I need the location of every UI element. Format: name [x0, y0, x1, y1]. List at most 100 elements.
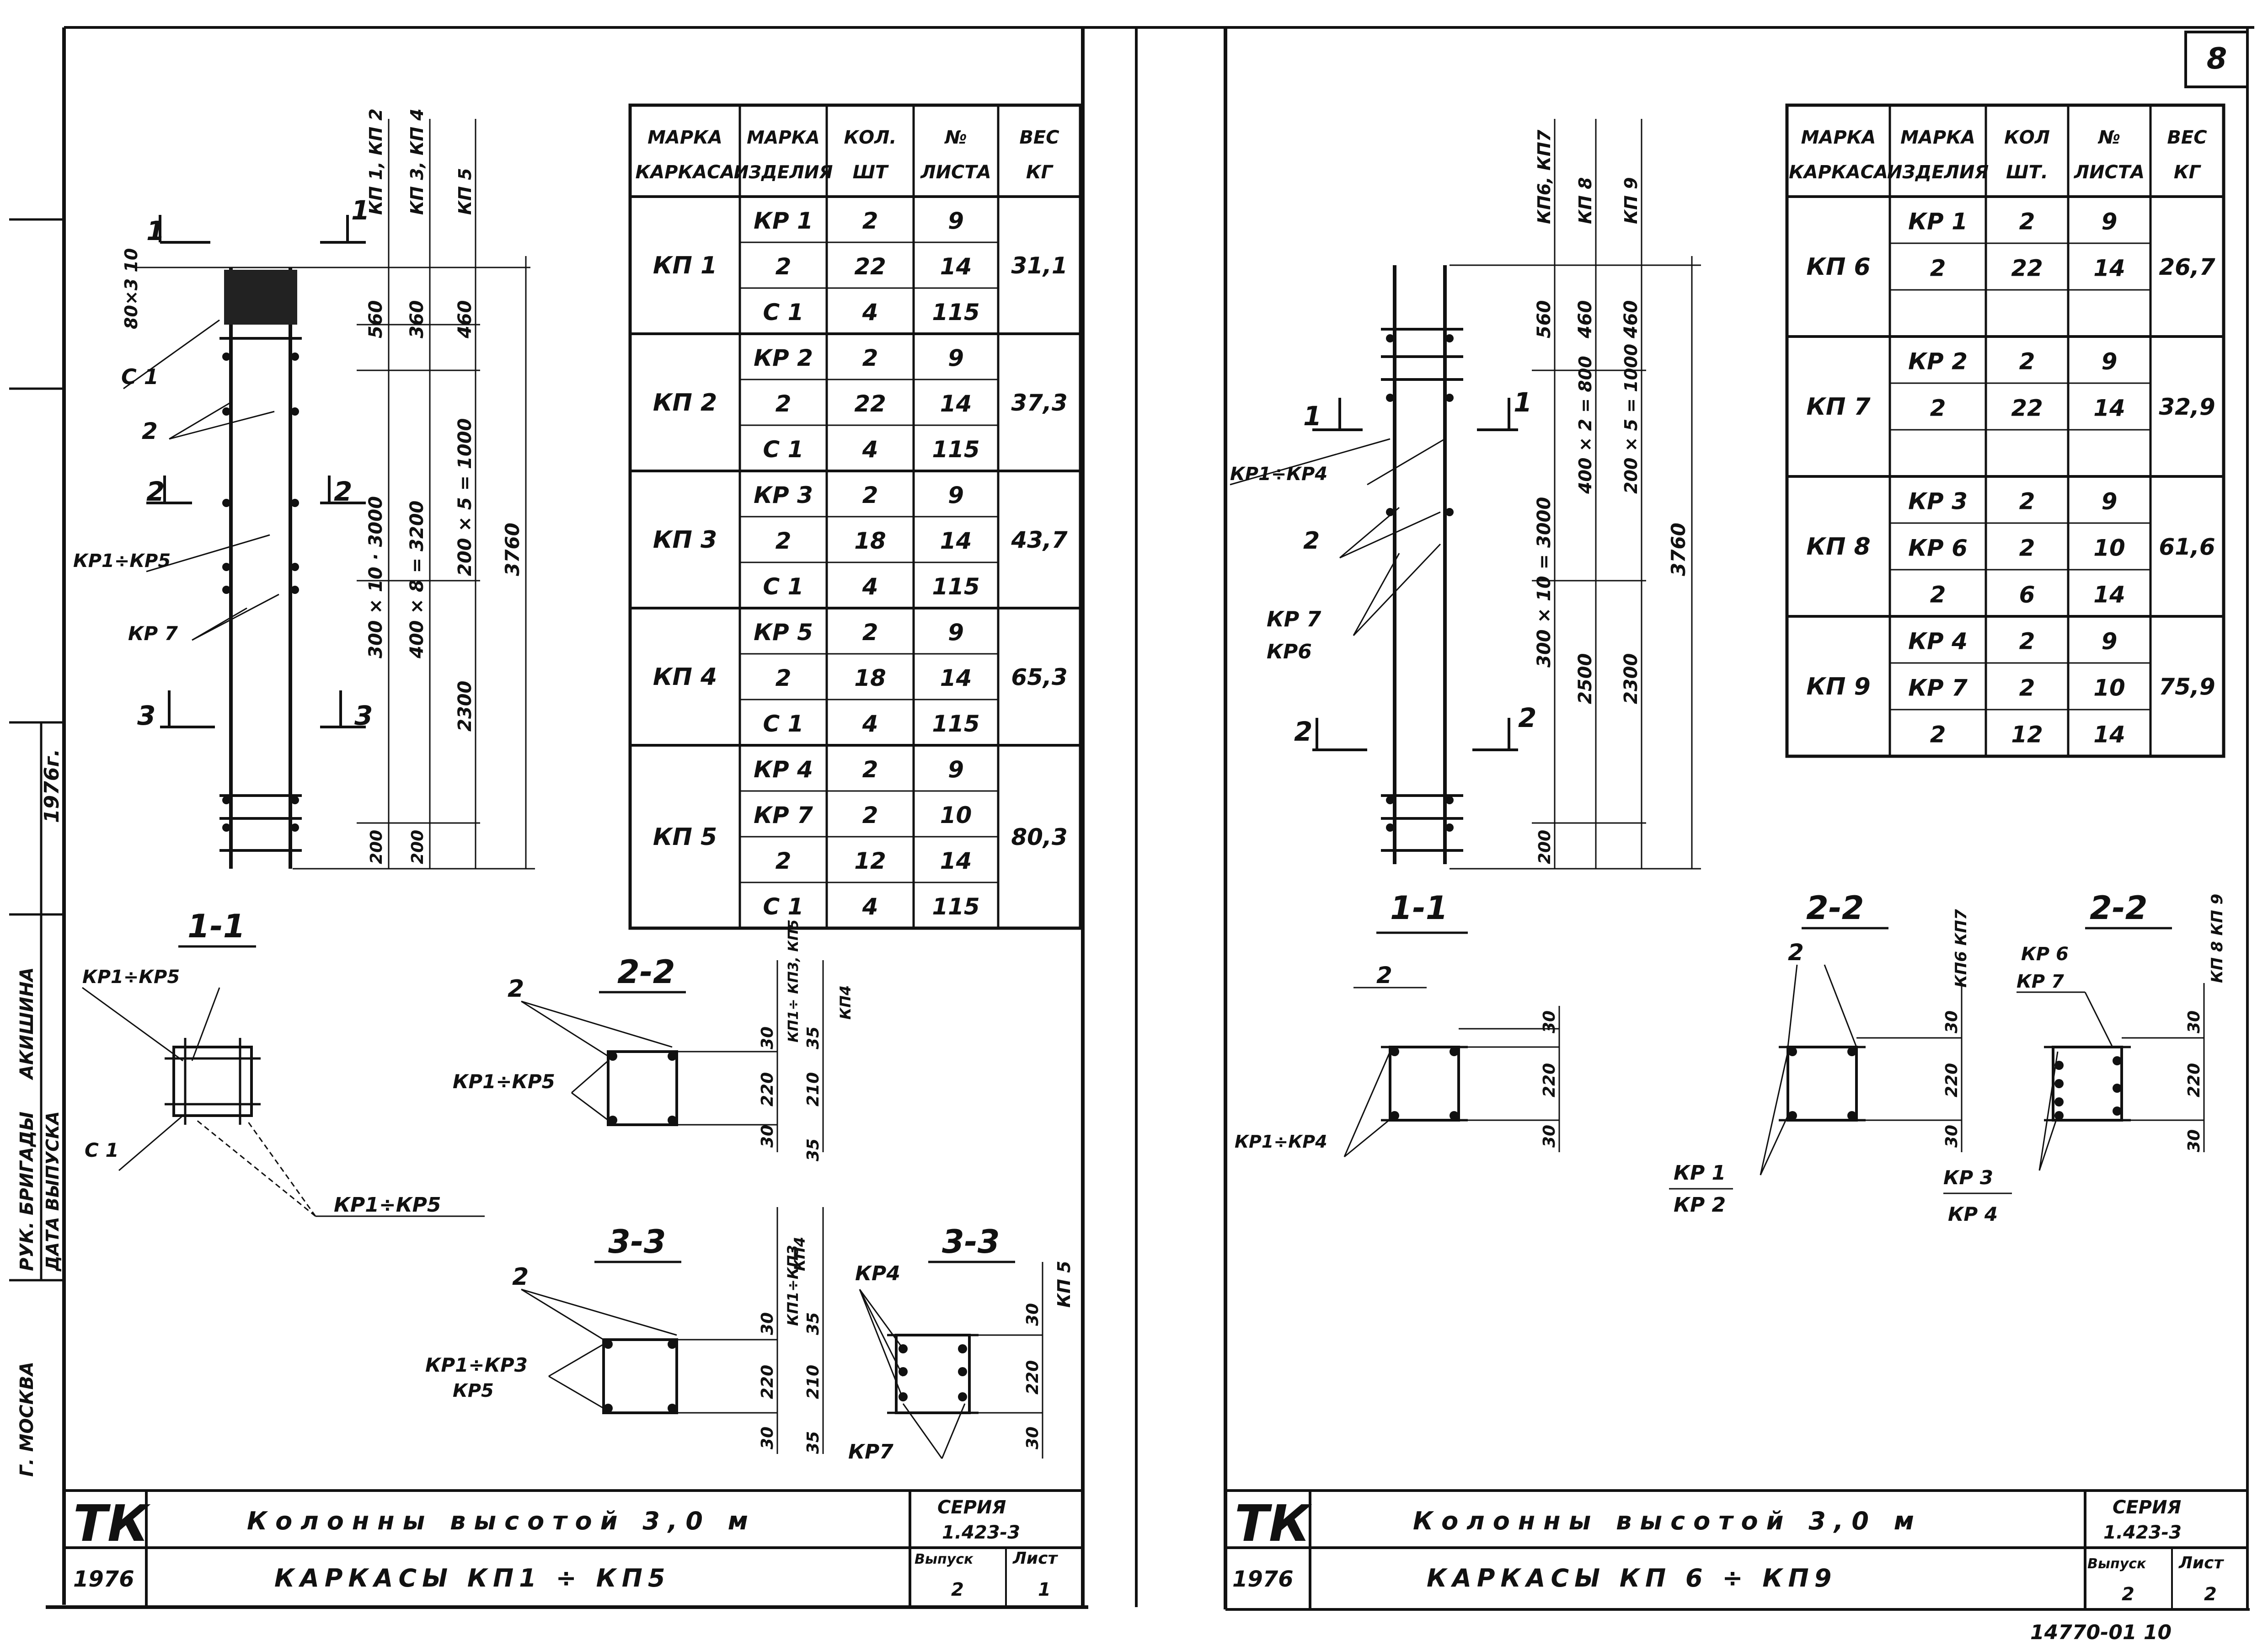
table-cell: 14: [2093, 721, 2125, 748]
left-sec33b-kr7: КР7: [848, 1440, 893, 1464]
table-header: ВЕС: [1019, 127, 1059, 148]
r-sec22a-d30: 30: [1942, 1010, 1961, 1033]
r-section-2-right: 2: [1518, 702, 1536, 733]
col-kp3-kp4: КП 3, КП 4: [407, 108, 427, 215]
r-sec11-dots: [1390, 1047, 1459, 1120]
stamp-head-label: РУК. БРИГАДЫ: [16, 1112, 37, 1271]
left-stamp: [9, 218, 64, 1282]
right-elevation: [1230, 119, 1701, 870]
table-header: ШТ: [853, 162, 889, 183]
r-sec22b-d30: 30: [2185, 1010, 2204, 1033]
left-sec33a-kp-a: КП1÷КП3: [784, 1245, 802, 1326]
table-weight: 75,9: [2159, 673, 2215, 700]
table-header: КГ: [1026, 162, 1054, 183]
r-sec22b-kp: КП 8 КП 9: [2208, 894, 2226, 983]
left-sec22-kp-a: КП1÷ КП3, КП5: [786, 919, 802, 1042]
table-frame-mark: КП 2: [653, 389, 717, 417]
left-sec33b-kp: КП 5: [1054, 1261, 1074, 1308]
col-kp1-kp2: КП 1, КП 2: [366, 108, 386, 215]
left-sec33a-d35b: 35: [804, 1431, 823, 1454]
right-tb-issue-label: Выпуск: [2087, 1556, 2146, 1572]
right-section-1-1: [1343, 931, 1560, 1158]
table-cell: 10: [2093, 674, 2125, 701]
left-sec33a-two: 2: [512, 1263, 529, 1291]
table-cell: 14: [2093, 581, 2125, 608]
table-cell: 14: [940, 848, 972, 874]
right-section-2-2-b: [1943, 927, 2205, 1194]
table-cell: 2: [776, 665, 792, 691]
table-cell: КР 3: [1908, 488, 1968, 514]
table-cell: 2: [1930, 255, 1946, 281]
table-cell: 2: [862, 482, 878, 508]
dim-3760: 3760: [501, 523, 524, 576]
sheet-number: 8: [2207, 42, 2227, 76]
r-dim-200: 200: [1535, 830, 1554, 864]
table-cell: 9: [2102, 488, 2118, 514]
r-sec22a-kr1: КР 1: [1674, 1161, 1726, 1185]
table-header: ИЗДЕЛИЯ: [1887, 162, 1989, 183]
table-cell: 115: [932, 436, 979, 463]
left-sec33b-d30: 30: [1023, 1303, 1042, 1326]
left-sec33b-kr4: КР4: [855, 1262, 900, 1285]
r-dim-300x10: 300 × 10 = 3000: [1534, 497, 1555, 668]
right-table: МАРКАКАРКАСАМАРКАИЗДЕЛИЯКОЛШТ.№ЛИСТАВЕСК…: [1785, 103, 2225, 758]
table-cell: 2: [1930, 395, 1946, 421]
dim-80x3: 80×3 10: [121, 248, 141, 329]
stamp-date-value: 1976г.: [40, 749, 64, 823]
table-cell: 2: [2019, 628, 2035, 654]
right-tb-sheet-value: 2: [2204, 1584, 2217, 1605]
left-sec22-d30: 30: [758, 1026, 777, 1049]
r-sec22a-d30b: 30: [1942, 1125, 1961, 1148]
r-label-kr1-kr4: КР1÷КР4: [1230, 464, 1327, 485]
r-sec22b-d220: 220: [2185, 1063, 2204, 1097]
table-cell: 9: [948, 208, 964, 234]
r-dim-2500: 2500: [1575, 653, 1596, 704]
table-cell: 22: [854, 390, 886, 417]
dim-200-b: 200: [408, 830, 427, 864]
col-kp5: КП 5: [455, 168, 475, 215]
left-sec33a-d210: 210: [804, 1365, 823, 1399]
label-kr1-kr5: КР1÷КР5: [73, 550, 171, 572]
table-cell: 14: [940, 665, 972, 691]
left-tb-title: Колонны высотой 3,0 м: [247, 1507, 756, 1535]
r-sec22b-d30b: 30: [2185, 1129, 2204, 1152]
table-cell: 2: [862, 345, 878, 371]
left-tb-series-label: СЕРИЯ: [937, 1497, 1006, 1518]
r-sec22a-dots: [1788, 1047, 1856, 1120]
right-title-block: [1225, 1489, 2247, 1609]
dim-300x10: 300 × 10 · 3000: [365, 496, 386, 658]
table-cell: 4: [862, 436, 878, 463]
left-sec33b-d30b: 30: [1023, 1427, 1042, 1449]
dim-360: 360: [407, 300, 428, 339]
table-cell: С 1: [763, 573, 804, 600]
r-sec22a-title: 2-2: [1806, 889, 1864, 927]
table-cell: КР 1: [1908, 208, 1968, 235]
dim-200x5: 200 × 5 = 1000: [455, 418, 476, 576]
table-cell: КР 7: [754, 802, 813, 828]
dim-2300: 2300: [455, 681, 476, 732]
sheet-frames: [46, 26, 2254, 1611]
table-cell: С 1: [763, 711, 804, 737]
table-cell: 14: [2093, 395, 2125, 421]
left-sec11-kr-bottom: КР1÷КР5: [334, 1193, 441, 1217]
left-sec33b-dots: [899, 1344, 967, 1401]
label-kr7: КР 7: [128, 622, 178, 645]
table-cell: 2: [2019, 488, 2035, 514]
right-tb-series-value: 1.423-3: [2103, 1522, 2182, 1543]
left-sec33a-d30b: 30: [758, 1427, 777, 1449]
table-cell: 115: [932, 711, 979, 737]
r-dim-3760: 3760: [1667, 523, 1690, 576]
left-sec33a-kr-b: КР5: [453, 1380, 494, 1401]
table-cell: 14: [940, 253, 972, 280]
right-tb-series-label: СЕРИЯ: [2113, 1497, 2181, 1518]
r-sec22b-kr4: КР 4: [1948, 1203, 1998, 1225]
dim-400x8: 400 × 8 = 3200: [407, 501, 428, 659]
right-tb-subtitle: КАРКАСЫ КП 6 ÷ КП9: [1427, 1564, 1837, 1593]
table-header: ЛИСТА: [920, 162, 991, 183]
table-cell: С 1: [763, 436, 804, 463]
left-sec22-d220: 220: [758, 1072, 777, 1106]
left-sec22-d35b: 35: [804, 1138, 823, 1161]
table-weight: 43,7: [1011, 527, 1068, 553]
table-cell: 6: [2019, 581, 2035, 608]
table-weight: 61,6: [2159, 534, 2215, 560]
